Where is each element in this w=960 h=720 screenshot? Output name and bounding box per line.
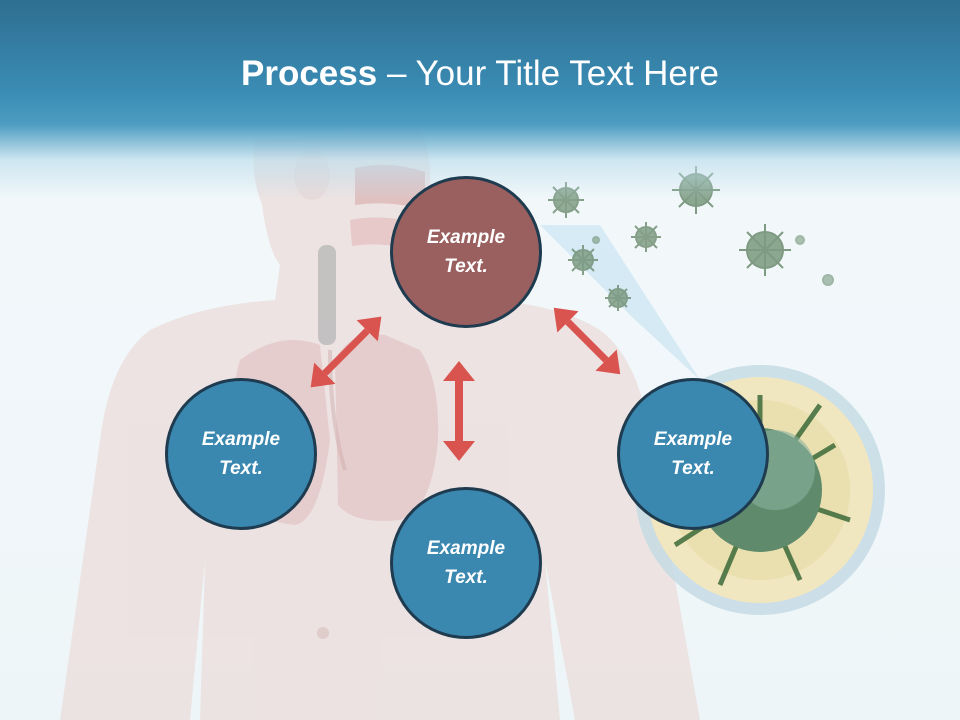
virus-magnifier-icon bbox=[635, 365, 885, 615]
node-right-label: Example Text. bbox=[653, 429, 733, 479]
slide-title: Process – Your Title Text Here bbox=[0, 52, 960, 96]
node-left[interactable]: Example Text. bbox=[165, 378, 317, 530]
node-bottom-label: Example Text. bbox=[426, 538, 506, 588]
title-rest: – Your Title Text Here bbox=[377, 54, 719, 93]
node-top-label: Example Text. bbox=[426, 227, 506, 277]
node-left-label: Example Text. bbox=[201, 429, 281, 479]
node-right[interactable]: Example Text. bbox=[617, 378, 769, 530]
title-bold: Process bbox=[241, 54, 378, 93]
torso-illustration bbox=[60, 130, 700, 720]
arrow-top-bottom bbox=[443, 361, 475, 461]
arrow-top-left bbox=[310, 316, 382, 388]
node-top[interactable]: Example Text. bbox=[390, 176, 542, 328]
arrow-top-right bbox=[553, 307, 621, 375]
arrows bbox=[310, 307, 621, 461]
title-bar bbox=[0, 0, 960, 200]
node-bottom[interactable]: Example Text. bbox=[390, 487, 542, 639]
